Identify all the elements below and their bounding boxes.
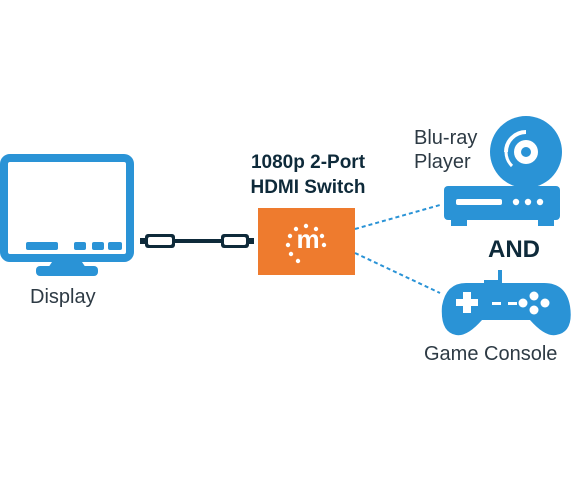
bluray-label: Blu-ray Player <box>414 126 477 174</box>
bluray-label-line1: Blu-ray <box>414 127 478 149</box>
switch-title: 1080p 2-Port HDMI Switch <box>238 150 378 200</box>
bluray-label-line2: Player <box>414 151 471 173</box>
display-label: Display <box>30 286 96 308</box>
dashed-link-bluray <box>354 204 441 230</box>
switch-title-line2: HDMI Switch <box>250 177 366 198</box>
switch-title-line1: 1080p 2-Port <box>250 152 366 173</box>
disc-icon <box>490 116 562 188</box>
gamepad-icon <box>441 270 571 336</box>
console-label: Game Console <box>424 343 558 365</box>
and-label: AND <box>488 236 540 263</box>
dashed-link-console <box>354 252 441 294</box>
hdmi-switch-box <box>258 208 355 275</box>
manhattan-logo-icon <box>285 223 327 264</box>
switch-logo-letter: m <box>296 224 320 254</box>
bluray-player-icon <box>444 186 560 226</box>
monitor-icon <box>0 154 134 276</box>
hdmi-cable-icon <box>140 234 254 248</box>
